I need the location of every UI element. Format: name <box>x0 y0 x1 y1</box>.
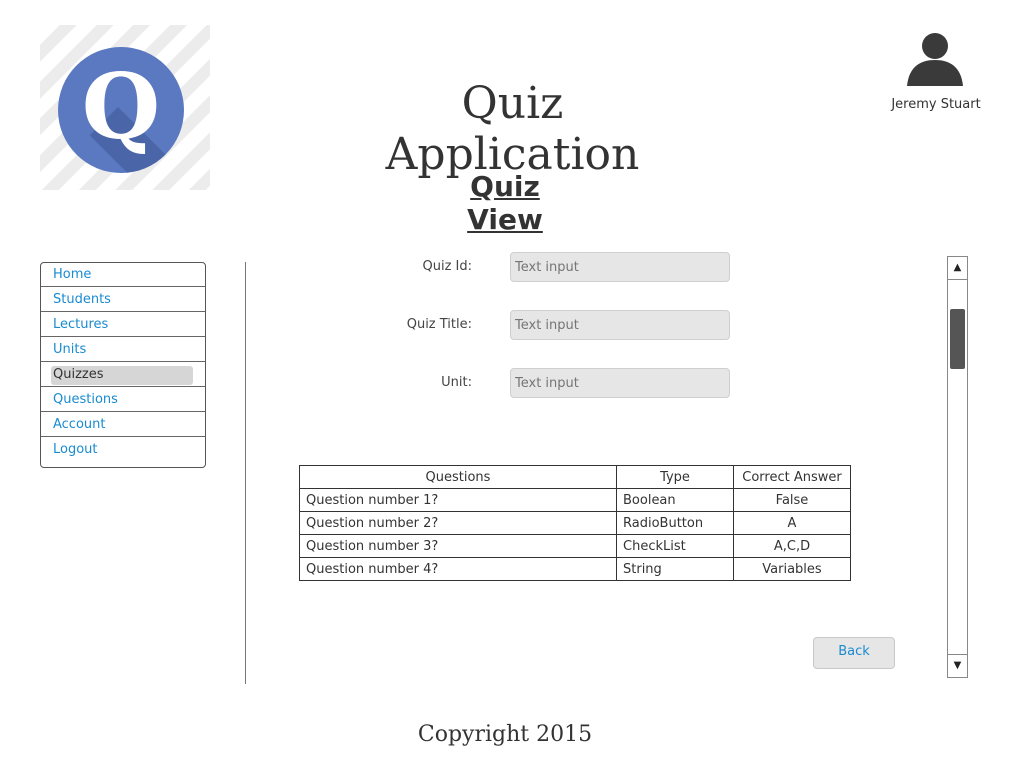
table-row[interactable]: Question number 1? Boolean False <box>299 488 851 512</box>
sidebar-item-label: Account <box>53 417 106 432</box>
column-header-type: Type <box>616 465 734 489</box>
vertical-scrollbar[interactable]: ▲ ▼ <box>947 256 968 678</box>
sidebar-nav: Home Students Lectures Units Quizzes Que… <box>40 262 206 468</box>
logo-letter: Q <box>81 54 161 160</box>
sidebar-item-label: Home <box>53 267 92 282</box>
sidebar-item-quizzes[interactable]: Quizzes <box>41 363 205 387</box>
sidebar-item-students[interactable]: Students <box>41 288 205 312</box>
sidebar-item-logout[interactable]: Logout <box>41 438 205 462</box>
quiz-id-input[interactable] <box>510 252 730 282</box>
vertical-divider <box>245 262 246 684</box>
sidebar-item-label: Logout <box>53 442 98 457</box>
scroll-down-icon[interactable]: ▼ <box>948 654 967 677</box>
table-row[interactable]: Question number 3? CheckList A,C,D <box>299 534 851 558</box>
cell-type: String <box>616 557 734 581</box>
cell-answer: False <box>733 488 851 512</box>
table-row[interactable]: Question number 2? RadioButton A <box>299 511 851 535</box>
cell-question: Question number 4? <box>299 557 617 581</box>
active-highlight <box>51 366 193 385</box>
quiz-logo-icon: Q <box>58 47 184 173</box>
quiz-title-input[interactable] <box>510 310 730 340</box>
user-avatar-icon[interactable] <box>905 30 965 86</box>
table-row[interactable]: Question number 4? String Variables <box>299 557 851 581</box>
sidebar-item-home[interactable]: Home <box>41 263 205 287</box>
footer-copyright: Copyright 2015 <box>417 722 593 747</box>
page-title: Quiz View <box>467 170 543 236</box>
column-header-questions: Questions <box>299 465 617 489</box>
cell-type: Boolean <box>616 488 734 512</box>
unit-input[interactable] <box>510 368 730 398</box>
app-title: Quiz Application <box>385 78 640 180</box>
sidebar-item-account[interactable]: Account <box>41 413 205 437</box>
cell-question: Question number 2? <box>299 511 617 535</box>
cell-question: Question number 1? <box>299 488 617 512</box>
sidebar-item-label: Questions <box>53 392 118 407</box>
sidebar-item-label: Units <box>53 342 87 357</box>
cell-type: CheckList <box>616 534 734 558</box>
quiz-id-label: Quiz Id: <box>422 259 472 274</box>
cell-question: Question number 3? <box>299 534 617 558</box>
sidebar-item-label: Students <box>53 292 111 307</box>
scroll-thumb[interactable] <box>950 309 965 369</box>
sidebar-item-label: Lectures <box>53 317 109 332</box>
table-header-row: Questions Type Correct Answer <box>299 465 851 489</box>
cell-answer: A,C,D <box>733 534 851 558</box>
sidebar-item-units[interactable]: Units <box>41 338 205 362</box>
user-name[interactable]: Jeremy Stuart <box>891 97 981 112</box>
quiz-title-label: Quiz Title: <box>406 317 472 332</box>
scroll-up-icon[interactable]: ▲ <box>948 257 967 280</box>
unit-label: Unit: <box>441 375 472 390</box>
back-button[interactable]: Back <box>813 637 895 669</box>
sidebar-item-label: Quizzes <box>53 367 104 382</box>
sidebar-item-questions[interactable]: Questions <box>41 388 205 412</box>
questions-table: Questions Type Correct Answer Question n… <box>299 465 851 581</box>
cell-answer: A <box>733 511 851 535</box>
column-header-correct-answer: Correct Answer <box>733 465 851 489</box>
sidebar-item-lectures[interactable]: Lectures <box>41 313 205 337</box>
cell-answer: Variables <box>733 557 851 581</box>
cell-type: RadioButton <box>616 511 734 535</box>
logo: Q <box>40 25 210 190</box>
